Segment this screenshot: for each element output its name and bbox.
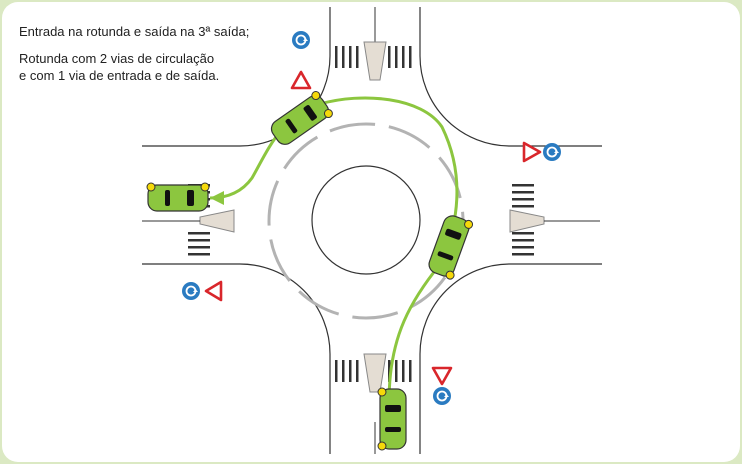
yield-triangle-sign-icon bbox=[204, 280, 223, 302]
caption-exit-instruction: Entrada na rotunda e saída na 3ª saída; bbox=[19, 24, 250, 39]
roundabout-sign-icon bbox=[543, 143, 561, 161]
caption-lanes-line1: Rotunda com 2 vias de circulação bbox=[19, 51, 215, 66]
car-entering bbox=[428, 215, 474, 280]
car-trajectory bbox=[209, 96, 459, 403]
roundabout-sign-icon bbox=[433, 387, 451, 405]
yield-triangle-sign-icon bbox=[290, 70, 312, 90]
splitter-islands bbox=[199, 41, 545, 393]
roundabout-sign-icon bbox=[182, 282, 200, 300]
caption-lanes-line2: e com 1 via de entrada e de saída. bbox=[19, 68, 220, 83]
crosswalk-east bbox=[512, 184, 534, 256]
roundabout-sign-icon bbox=[292, 31, 310, 49]
arrow-head bbox=[210, 191, 224, 205]
crosswalk-south bbox=[335, 360, 412, 382]
central-island bbox=[311, 165, 421, 275]
car-start bbox=[377, 387, 407, 451]
car-circulating bbox=[270, 91, 333, 145]
crosswalk-north bbox=[335, 46, 412, 68]
yield-triangle-sign-icon bbox=[522, 141, 542, 163]
yield-triangle-sign-icon bbox=[431, 366, 453, 386]
caption-lanes: Rotunda com 2 vias de circulação e com 1… bbox=[19, 50, 219, 84]
car-exiting bbox=[146, 182, 210, 212]
